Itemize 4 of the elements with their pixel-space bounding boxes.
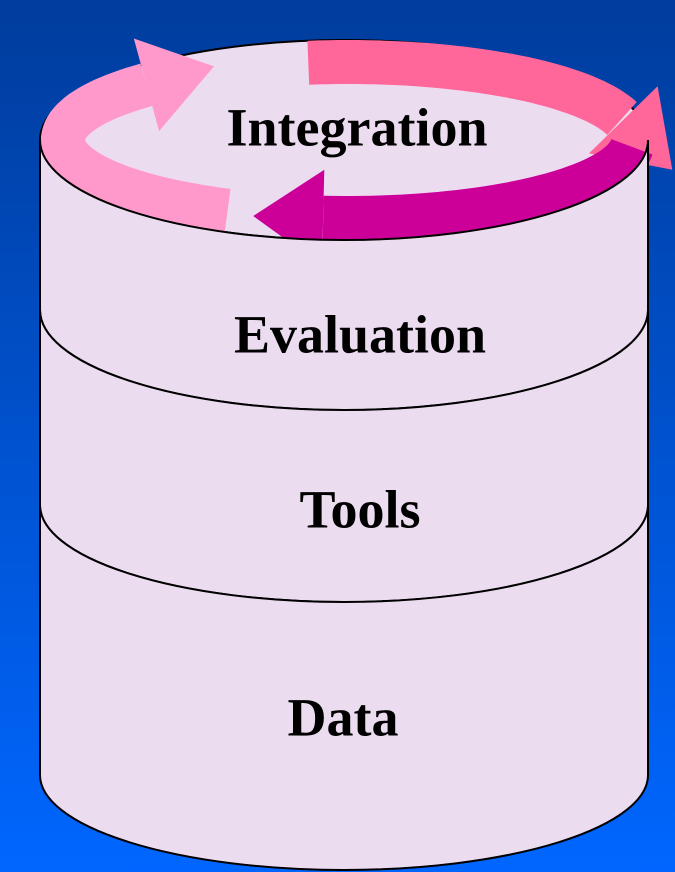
layer-label: Tools: [299, 480, 421, 540]
layer-label: Integration: [226, 98, 488, 158]
layer-label: Data: [288, 688, 398, 748]
layer-label: Evaluation: [234, 305, 486, 365]
